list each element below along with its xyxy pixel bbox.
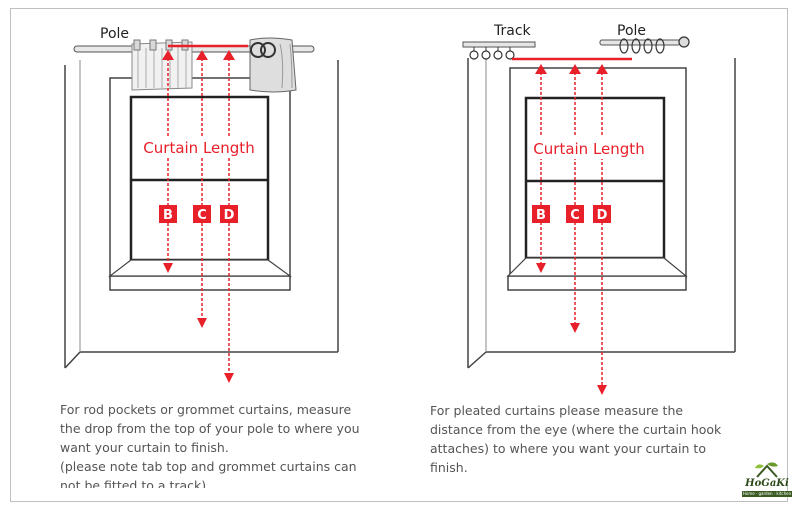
leaf-house-icon — [755, 462, 778, 478]
right-pole-label: Pole — [617, 23, 646, 39]
tab-top-curtain — [131, 39, 193, 91]
right-marker-d-box — [593, 205, 611, 223]
left-window — [129, 95, 270, 262]
right-track-label: Track — [493, 23, 532, 39]
left-length-label-bg — [138, 136, 260, 158]
left-marker-c-box — [193, 205, 211, 223]
left-pole-label: Pole — [100, 26, 129, 42]
left-floor-corner — [64, 351, 81, 369]
right-marker-d: D — [597, 208, 608, 223]
left-curtain-length-label: Curtain Length — [143, 139, 254, 157]
left-caption-note: (please note tab top and grommet curtain… — [60, 459, 357, 488]
right-length-label-bg — [532, 137, 654, 159]
left-window-sill — [109, 275, 291, 291]
logo-name: HoGaKi — [745, 478, 789, 489]
left-arrowhead-c-top — [196, 50, 208, 60]
left-sill-top — [108, 259, 292, 277]
right-arrowhead-b-top — [535, 64, 547, 74]
right-floor-corner — [467, 351, 487, 369]
right-window-sill — [507, 275, 687, 291]
brand-logo: HoGaKi Home · garden · kitchen — [742, 460, 792, 500]
left-caption: For rod pockets or grommet curtains, mea… — [60, 400, 370, 488]
right-marker-c: C — [570, 208, 580, 223]
right-marker-b-box — [532, 205, 550, 223]
right-curtain-pole — [599, 36, 690, 54]
right-marker-c-box — [566, 205, 584, 223]
left-marker-b-box — [159, 205, 177, 223]
right-caption: For pleated curtains please measure the … — [430, 401, 730, 477]
left-marker-b: B — [163, 208, 173, 223]
left-marker-d: D — [224, 208, 235, 223]
right-diagram: Track Pole Curtain Length B C D — [462, 23, 736, 395]
right-window — [524, 96, 666, 260]
right-marker-b: B — [536, 208, 546, 223]
left-caption-main: For rod pockets or grommet curtains, mea… — [60, 402, 360, 455]
right-sill-top — [506, 257, 688, 277]
left-marker-d-box — [220, 205, 238, 223]
right-curtain-length-label: Curtain Length — [533, 140, 644, 158]
left-marker-c: C — [197, 208, 207, 223]
left-diagram: Pole Curtain Length B C D — [64, 26, 339, 383]
logo-tagline: Home · garden · kitchen — [742, 491, 792, 497]
right-arrowhead-c-top — [569, 64, 581, 74]
left-arrowhead-b-top — [162, 50, 174, 60]
right-arrowhead-d-top — [596, 64, 608, 74]
grommet-curtain — [249, 37, 297, 93]
curtain-track — [462, 41, 536, 60]
left-arrowhead-d-top — [223, 50, 235, 60]
right-caption-text: For pleated curtains please measure the … — [430, 403, 722, 475]
